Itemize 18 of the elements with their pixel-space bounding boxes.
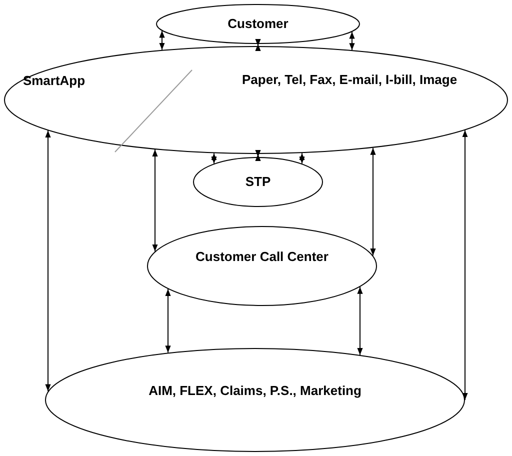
double-arrow (462, 130, 468, 400)
double-arrow (165, 288, 171, 354)
double-arrow (255, 150, 261, 161)
double-arrow (152, 148, 158, 252)
double-arrow (349, 31, 355, 51)
node-label: Paper, Tel, Fax, E-mail, I-bill, Image (242, 72, 458, 88)
node-label: STP (244, 174, 272, 190)
double-arrow (299, 152, 305, 164)
double-arrow (45, 130, 51, 392)
node-label: Customer (226, 16, 290, 32)
double-arrow (211, 152, 217, 164)
double-arrow (357, 286, 363, 356)
double-arrow (255, 39, 261, 51)
node-label: AIM, FLEX, Claims, P.S., Marketing (148, 383, 362, 399)
node-label: SmartApp (22, 73, 86, 89)
node-label: Customer Call Center (194, 249, 330, 265)
double-arrow (370, 147, 376, 256)
double-arrow (159, 30, 165, 50)
